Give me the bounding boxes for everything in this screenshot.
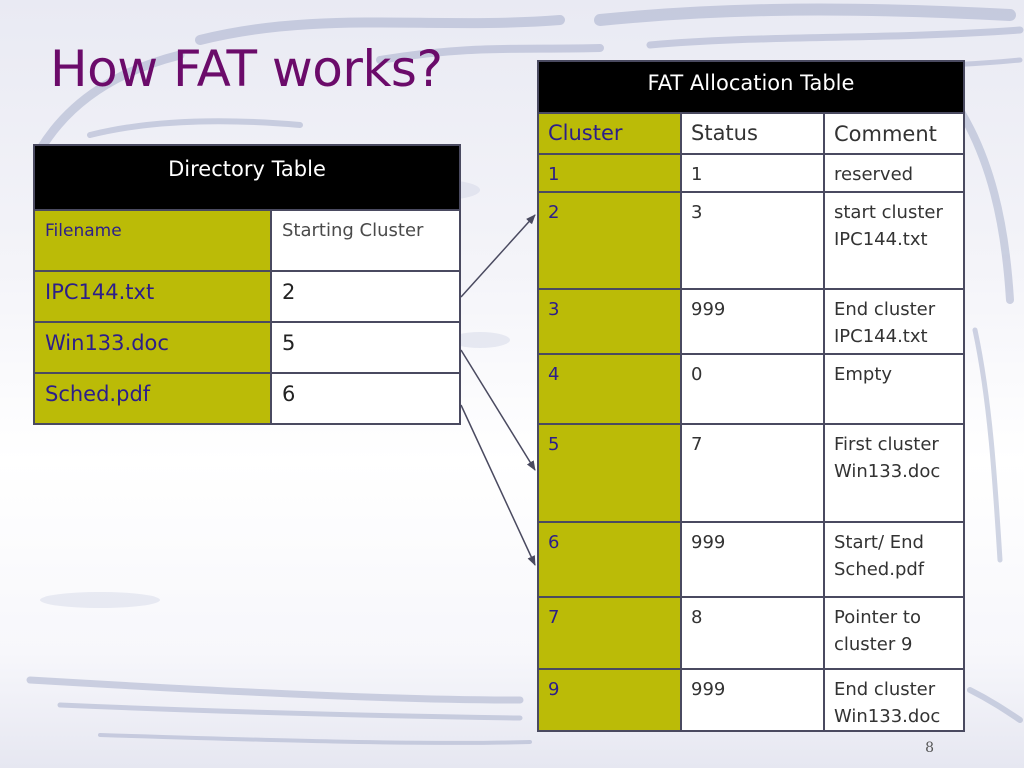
fat-row: 1 1 reserved: [539, 153, 963, 191]
fat-cluster: 3: [539, 290, 682, 353]
fat-row: 2 3 start cluster IPC144.txt: [539, 191, 963, 288]
directory-filename: Win133.doc: [35, 323, 272, 372]
fat-comment: First cluster Win133.doc: [825, 425, 963, 521]
fat-comment: Start/ End Sched.pdf: [825, 523, 963, 596]
fat-row: 3 999 End cluster IPC144.txt: [539, 288, 963, 353]
fat-status: 999: [682, 523, 825, 596]
fat-status: 8: [682, 598, 825, 668]
fat-column-headers: Cluster Status Comment: [539, 112, 963, 153]
page-number: 8: [925, 740, 934, 756]
fat-comment: End cluster IPC144.txt: [825, 290, 963, 353]
fat-status: 3: [682, 193, 825, 288]
fat-comment: Empty: [825, 355, 963, 423]
fat-row: 9 999 End cluster Win133.doc: [539, 668, 963, 730]
fat-comment: start cluster IPC144.txt: [825, 193, 963, 288]
fat-cluster: 6: [539, 523, 682, 596]
fat-status: 999: [682, 670, 825, 730]
column-header-cluster: Cluster: [539, 114, 682, 153]
directory-row: Sched.pdf 6: [33, 374, 461, 425]
directory-starting-cluster: 2: [272, 272, 459, 321]
fat-cluster: 2: [539, 193, 682, 288]
fat-table-header: FAT Allocation Table: [539, 62, 963, 112]
column-header-status: Status: [682, 114, 825, 153]
fat-status: 999: [682, 290, 825, 353]
column-header-filename: Filename: [35, 211, 272, 270]
fat-status: 0: [682, 355, 825, 423]
fat-allocation-table: FAT Allocation Table Cluster Status Comm…: [537, 60, 965, 732]
fat-row: 4 0 Empty: [539, 353, 963, 423]
fat-cluster: 1: [539, 155, 682, 191]
fat-comment: reserved: [825, 155, 963, 191]
directory-row: Win133.doc 5: [33, 323, 461, 374]
fat-row: 5 7 First cluster Win133.doc: [539, 423, 963, 521]
directory-table-header: Directory Table: [33, 144, 461, 211]
column-header-comment: Comment: [825, 114, 963, 153]
fat-row: 7 8 Pointer to cluster 9: [539, 596, 963, 668]
directory-column-headers: Filename Starting Cluster: [33, 211, 461, 272]
fat-status: 7: [682, 425, 825, 521]
directory-filename: Sched.pdf: [35, 374, 272, 423]
fat-comment: Pointer to cluster 9: [825, 598, 963, 668]
fat-cluster: 4: [539, 355, 682, 423]
fat-cluster: 5: [539, 425, 682, 521]
directory-row: IPC144.txt 2: [33, 272, 461, 323]
fat-comment: End cluster Win133.doc: [825, 670, 963, 730]
fat-cluster: 7: [539, 598, 682, 668]
directory-filename: IPC144.txt: [35, 272, 272, 321]
fat-row: 6 999 Start/ End Sched.pdf: [539, 521, 963, 596]
directory-starting-cluster: 6: [272, 374, 459, 423]
slide-title: How FAT works?: [50, 40, 443, 98]
fat-status: 1: [682, 155, 825, 191]
directory-starting-cluster: 5: [272, 323, 459, 372]
column-header-starting-cluster: Starting Cluster: [272, 211, 459, 270]
directory-table: Directory Table Filename Starting Cluste…: [33, 144, 461, 425]
fat-cluster: 9: [539, 670, 682, 730]
